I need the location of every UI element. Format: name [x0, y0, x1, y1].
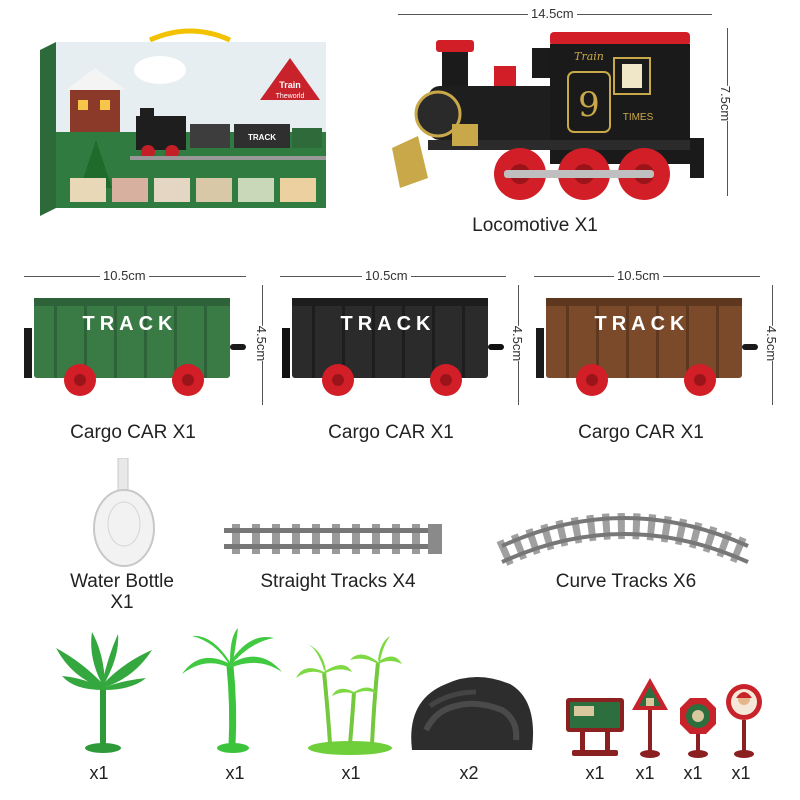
cargo-car-1-text: TRACK: [83, 313, 178, 335]
palm-cluster-icon: [296, 636, 402, 755]
box-brand-line2: Theworld: [276, 93, 305, 100]
locomotive-image: Train 9 TIMES: [392, 32, 704, 200]
cargo-car-2-text: TRACK: [341, 313, 436, 335]
cargo-car-green-image: TRACK: [24, 298, 246, 396]
cargo-car-1-caption: Cargo CAR X1: [70, 422, 196, 443]
locomotive-width-label: 14.5cm: [528, 6, 577, 21]
product-box-image: TRACK Train Theworld: [40, 28, 326, 216]
palm-cluster-qty: x1: [341, 763, 361, 783]
locomotive-caption: Locomotive X1: [472, 215, 598, 236]
octagon-sign-qty: x1: [683, 763, 703, 783]
locomotive-emblem-top: Train: [574, 50, 604, 63]
straight-track-image: [224, 524, 442, 554]
curve-track-image: [496, 513, 754, 566]
cargo-car-3-caption: Cargo CAR X1: [578, 422, 704, 443]
palm-tree-qty: x1: [225, 763, 245, 783]
cargo-car-2-width-label: 10.5cm: [362, 268, 411, 283]
water-bottle-image: [93, 458, 155, 567]
cargo-car-3-height-label: 4.5cm: [764, 325, 780, 362]
locomotive-emblem-bottom: TIMES: [623, 112, 654, 123]
cargo-car-3-width-label: 10.5cm: [614, 268, 663, 283]
round-sign-qty: x1: [731, 763, 751, 783]
rock-tunnel-qty: x2: [459, 763, 479, 783]
fern-tree-qty: x1: [89, 763, 109, 783]
box-car-text: TRACK: [248, 133, 276, 142]
locomotive-height-label: 7.5cm: [718, 85, 734, 122]
cargo-car-3-text: TRACK: [595, 313, 690, 335]
christmas-signboard-qty: x1: [585, 763, 605, 783]
cargo-car-2-height-label: 4.5cm: [510, 325, 526, 362]
fern-tree-icon: [56, 632, 152, 753]
straight-tracks-caption: Straight Tracks X4: [260, 571, 416, 592]
cargo-car-brown-image: TRACK: [536, 298, 758, 396]
triangle-sign-icon: [632, 678, 668, 758]
locomotive-number: 9: [578, 85, 600, 125]
cargo-car-1-height-label: 4.5cm: [254, 325, 270, 362]
cargo-car-black-image: TRACK: [282, 298, 504, 396]
rock-tunnel-icon: [411, 677, 534, 750]
octagon-sign-icon: [680, 698, 716, 758]
water-bottle-caption-line2: X1: [110, 592, 134, 613]
box-brand-line1: Train: [279, 80, 301, 90]
water-bottle-caption-line1: Water Bottle: [70, 571, 174, 592]
christmas-signboard-icon: [566, 698, 624, 756]
round-sign-icon: [726, 684, 762, 758]
cargo-car-1-width-label: 10.5cm: [100, 268, 149, 283]
triangle-sign-qty: x1: [635, 763, 655, 783]
cargo-car-2-caption: Cargo CAR X1: [328, 422, 454, 443]
palm-tree-icon: [182, 628, 282, 753]
curve-tracks-caption: Curve Tracks X6: [555, 571, 697, 592]
